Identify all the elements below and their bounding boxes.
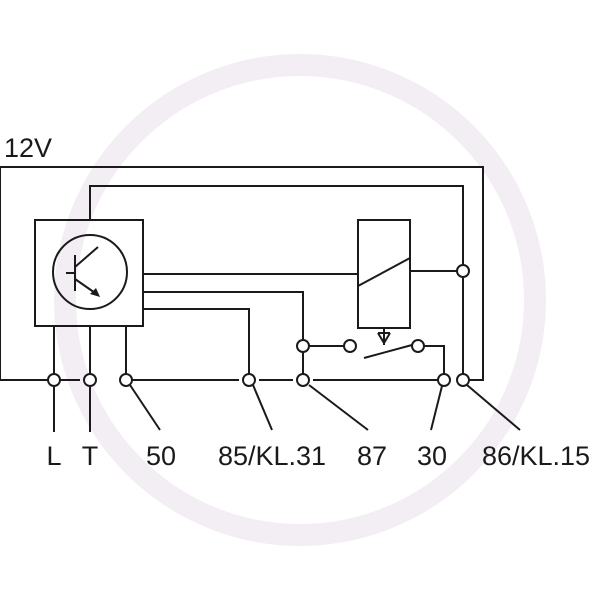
label-t: T xyxy=(82,441,99,471)
terminal-85 xyxy=(242,373,256,387)
junction-86 xyxy=(456,264,470,278)
junction-87 xyxy=(296,339,310,353)
terminal-50 xyxy=(119,373,133,387)
label-30: 30 xyxy=(417,441,447,471)
contact-to-30-wire xyxy=(424,345,445,374)
supply-label: 12V xyxy=(4,133,52,163)
terminal-87 xyxy=(296,373,310,387)
label-85-kl31: 85/KL.31 xyxy=(218,441,326,471)
label-86-kl15: 86/KL.15 xyxy=(482,441,590,471)
contact-blade xyxy=(363,344,413,359)
label-l: L xyxy=(46,441,61,471)
transistor-symbol-icon xyxy=(66,246,100,297)
wire-to-87 xyxy=(143,291,304,374)
wire-to-85 xyxy=(143,308,250,374)
terminal-t xyxy=(83,373,97,387)
terminal-86 xyxy=(456,373,470,387)
contact-left xyxy=(343,339,357,353)
relay-coil-slash xyxy=(357,257,411,287)
relay-coil-box xyxy=(357,219,411,329)
transistor-circle xyxy=(52,234,128,310)
label-50: 50 xyxy=(146,441,176,471)
terminal-30 xyxy=(437,373,451,387)
feed-wire xyxy=(89,185,464,380)
label-87: 87 xyxy=(357,441,387,471)
box-leg-wires xyxy=(53,326,127,374)
contact-right xyxy=(411,339,425,353)
relay-actuator-link xyxy=(377,328,391,345)
supply-loop-wire xyxy=(0,166,484,381)
terminal-l xyxy=(47,373,61,387)
label-leader-lines xyxy=(53,384,521,432)
